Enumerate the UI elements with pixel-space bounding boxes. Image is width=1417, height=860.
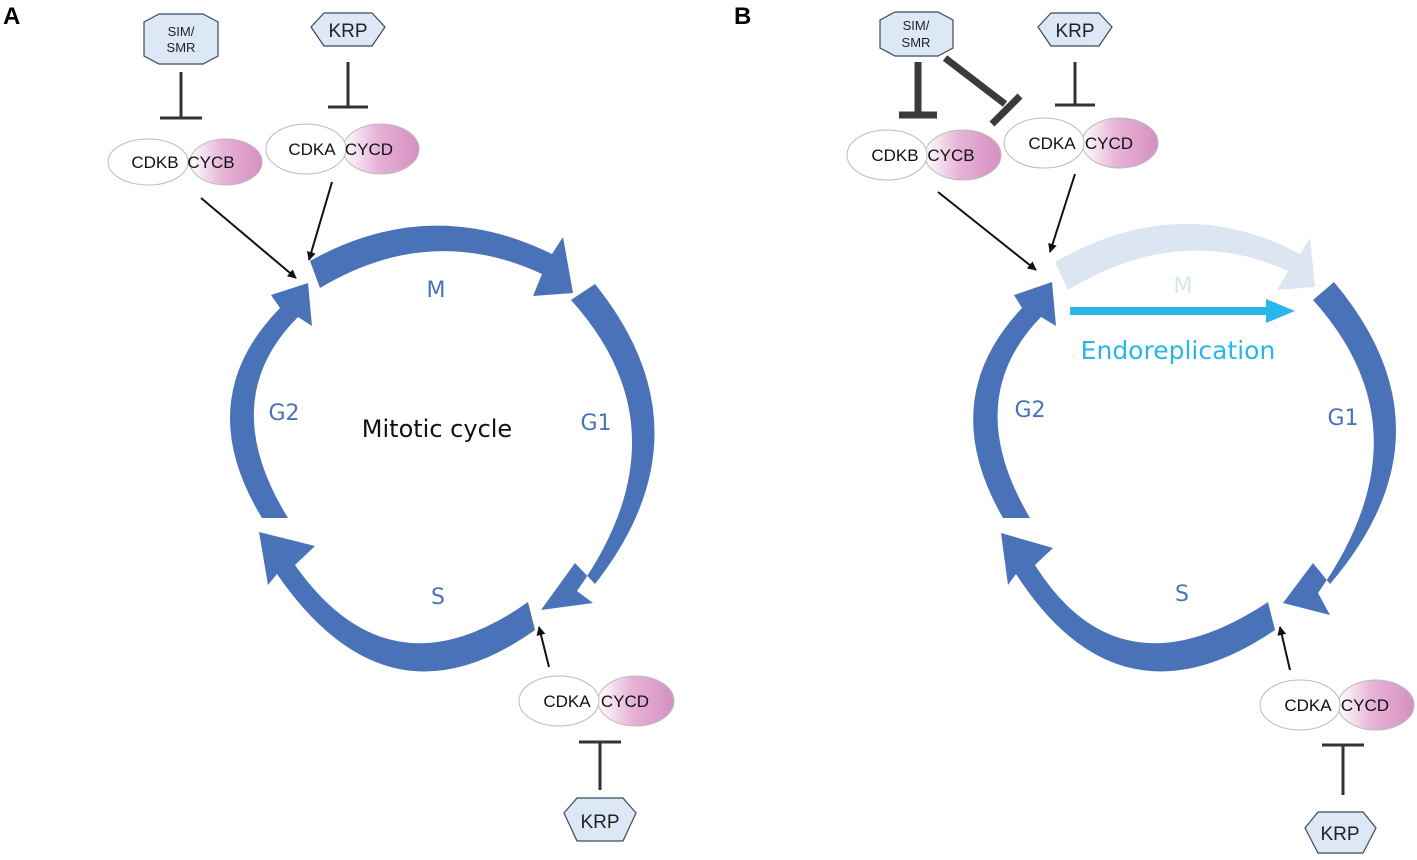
sim-smr-label-line2: SMR [902, 35, 931, 50]
sim-smr-label-line1: SIM/ [903, 18, 930, 33]
cdka-cycd-complex-bottom: CDKA CYCD [518, 675, 675, 727]
phase-label-g1: G1 [580, 411, 611, 436]
phase-label-g1: G1 [1327, 406, 1358, 431]
panel-a: A M G1 S G2 Mitotic cycle SIM/ SMR KRP [3, 3, 675, 842]
activation-arrow-cdka-bottom [1277, 626, 1291, 671]
krp-bottom-label: KRP [580, 812, 619, 833]
inhibition-krp-to-cdka-top [1055, 62, 1095, 107]
cdka-label: CDKA [543, 692, 591, 711]
cdkb-label: CDKB [131, 153, 178, 172]
inhibition-sim-to-cdka-strong [942, 55, 1023, 127]
sim-smr-label-line1: SIM/ [168, 24, 195, 39]
phase-label-m-faded: M [1174, 274, 1193, 299]
phase-label-m: M [427, 278, 446, 303]
arrow-s-phase [259, 532, 535, 672]
krp-bottom-hexagon: KRP [1304, 811, 1377, 854]
panel-a-cycle [230, 225, 655, 672]
phase-label-s: S [1175, 582, 1189, 607]
activation-arrow-cdka-bottom [536, 626, 550, 668]
activation-arrow-cdkb [937, 191, 1037, 271]
phase-label-s: S [431, 585, 445, 610]
arrow-s-phase [1001, 533, 1275, 672]
cdkb-label: CDKB [871, 146, 918, 165]
krp-top-label: KRP [1055, 21, 1094, 42]
cdka-label: CDKA [1284, 696, 1332, 715]
sim-smr-hexagon: SIM/ SMR [879, 11, 954, 57]
arrow-m-phase [310, 225, 573, 296]
panel-b-letter: B [734, 3, 751, 30]
activation-arrow-cdkb [200, 197, 297, 279]
endoreplication-arrow [1070, 299, 1295, 323]
arrow-m-phase-faded [1055, 223, 1315, 290]
cycd-label: CYCD [345, 140, 393, 159]
arrow-g1-phase [1283, 282, 1397, 615]
krp-bottom-hexagon: KRP [563, 797, 637, 842]
phase-label-g2: G2 [1014, 398, 1045, 423]
sim-smr-hexagon: SIM/ SMR [143, 13, 219, 65]
cdka-label: CDKA [288, 140, 336, 159]
cdka-cycd-complex-bottom: CDKA CYCD [1259, 679, 1415, 731]
inhibition-krp-to-cdka-top [328, 62, 368, 109]
inhibition-krp-to-cdka-bottom [1322, 743, 1364, 795]
inhibition-sim-to-cdkb [160, 72, 202, 120]
krp-bottom-label: KRP [1320, 824, 1359, 845]
krp-top-label: KRP [328, 21, 367, 42]
cdkb-cycb-complex: CDKB CYCB [846, 129, 1002, 181]
inhibition-krp-to-cdka-bottom [579, 740, 621, 790]
arrow-g2-phase [973, 282, 1056, 518]
cdkb-cycb-complex: CDKB CYCB [107, 138, 263, 186]
cdka-cycd-complex-top: CDKA CYCD [1003, 117, 1159, 169]
endoreplication-label: Endoreplication [1081, 336, 1276, 365]
cdka-label: CDKA [1028, 134, 1076, 153]
activation-arrow-cdka-top [1048, 173, 1076, 253]
krp-top-hexagon: KRP [310, 12, 386, 47]
cycd-label: CYCD [1341, 696, 1389, 715]
mitotic-cycle-label: Mitotic cycle [362, 415, 512, 443]
panel-b-cycle [973, 282, 1397, 672]
activation-arrow-cdka-top [306, 181, 333, 261]
cycb-label: CYCB [187, 153, 234, 172]
cdka-cycd-complex-top: CDKA CYCD [265, 123, 420, 175]
phase-label-g2: G2 [268, 401, 299, 426]
panel-a-letter: A [3, 3, 20, 30]
sim-smr-label-line2: SMR [167, 40, 196, 55]
cycb-label: CYCB [927, 146, 974, 165]
arrow-g1-phase [541, 284, 655, 610]
cycd-label: CYCD [1085, 134, 1133, 153]
panel-b: B M Endoreplication G1 S G2 SIM/ SMR [734, 3, 1415, 854]
cycd-label: CYCD [601, 692, 649, 711]
inhibition-sim-to-cdkb-strong [899, 62, 937, 119]
krp-top-hexagon: KRP [1037, 12, 1113, 47]
arrow-g2-phase [230, 283, 312, 518]
